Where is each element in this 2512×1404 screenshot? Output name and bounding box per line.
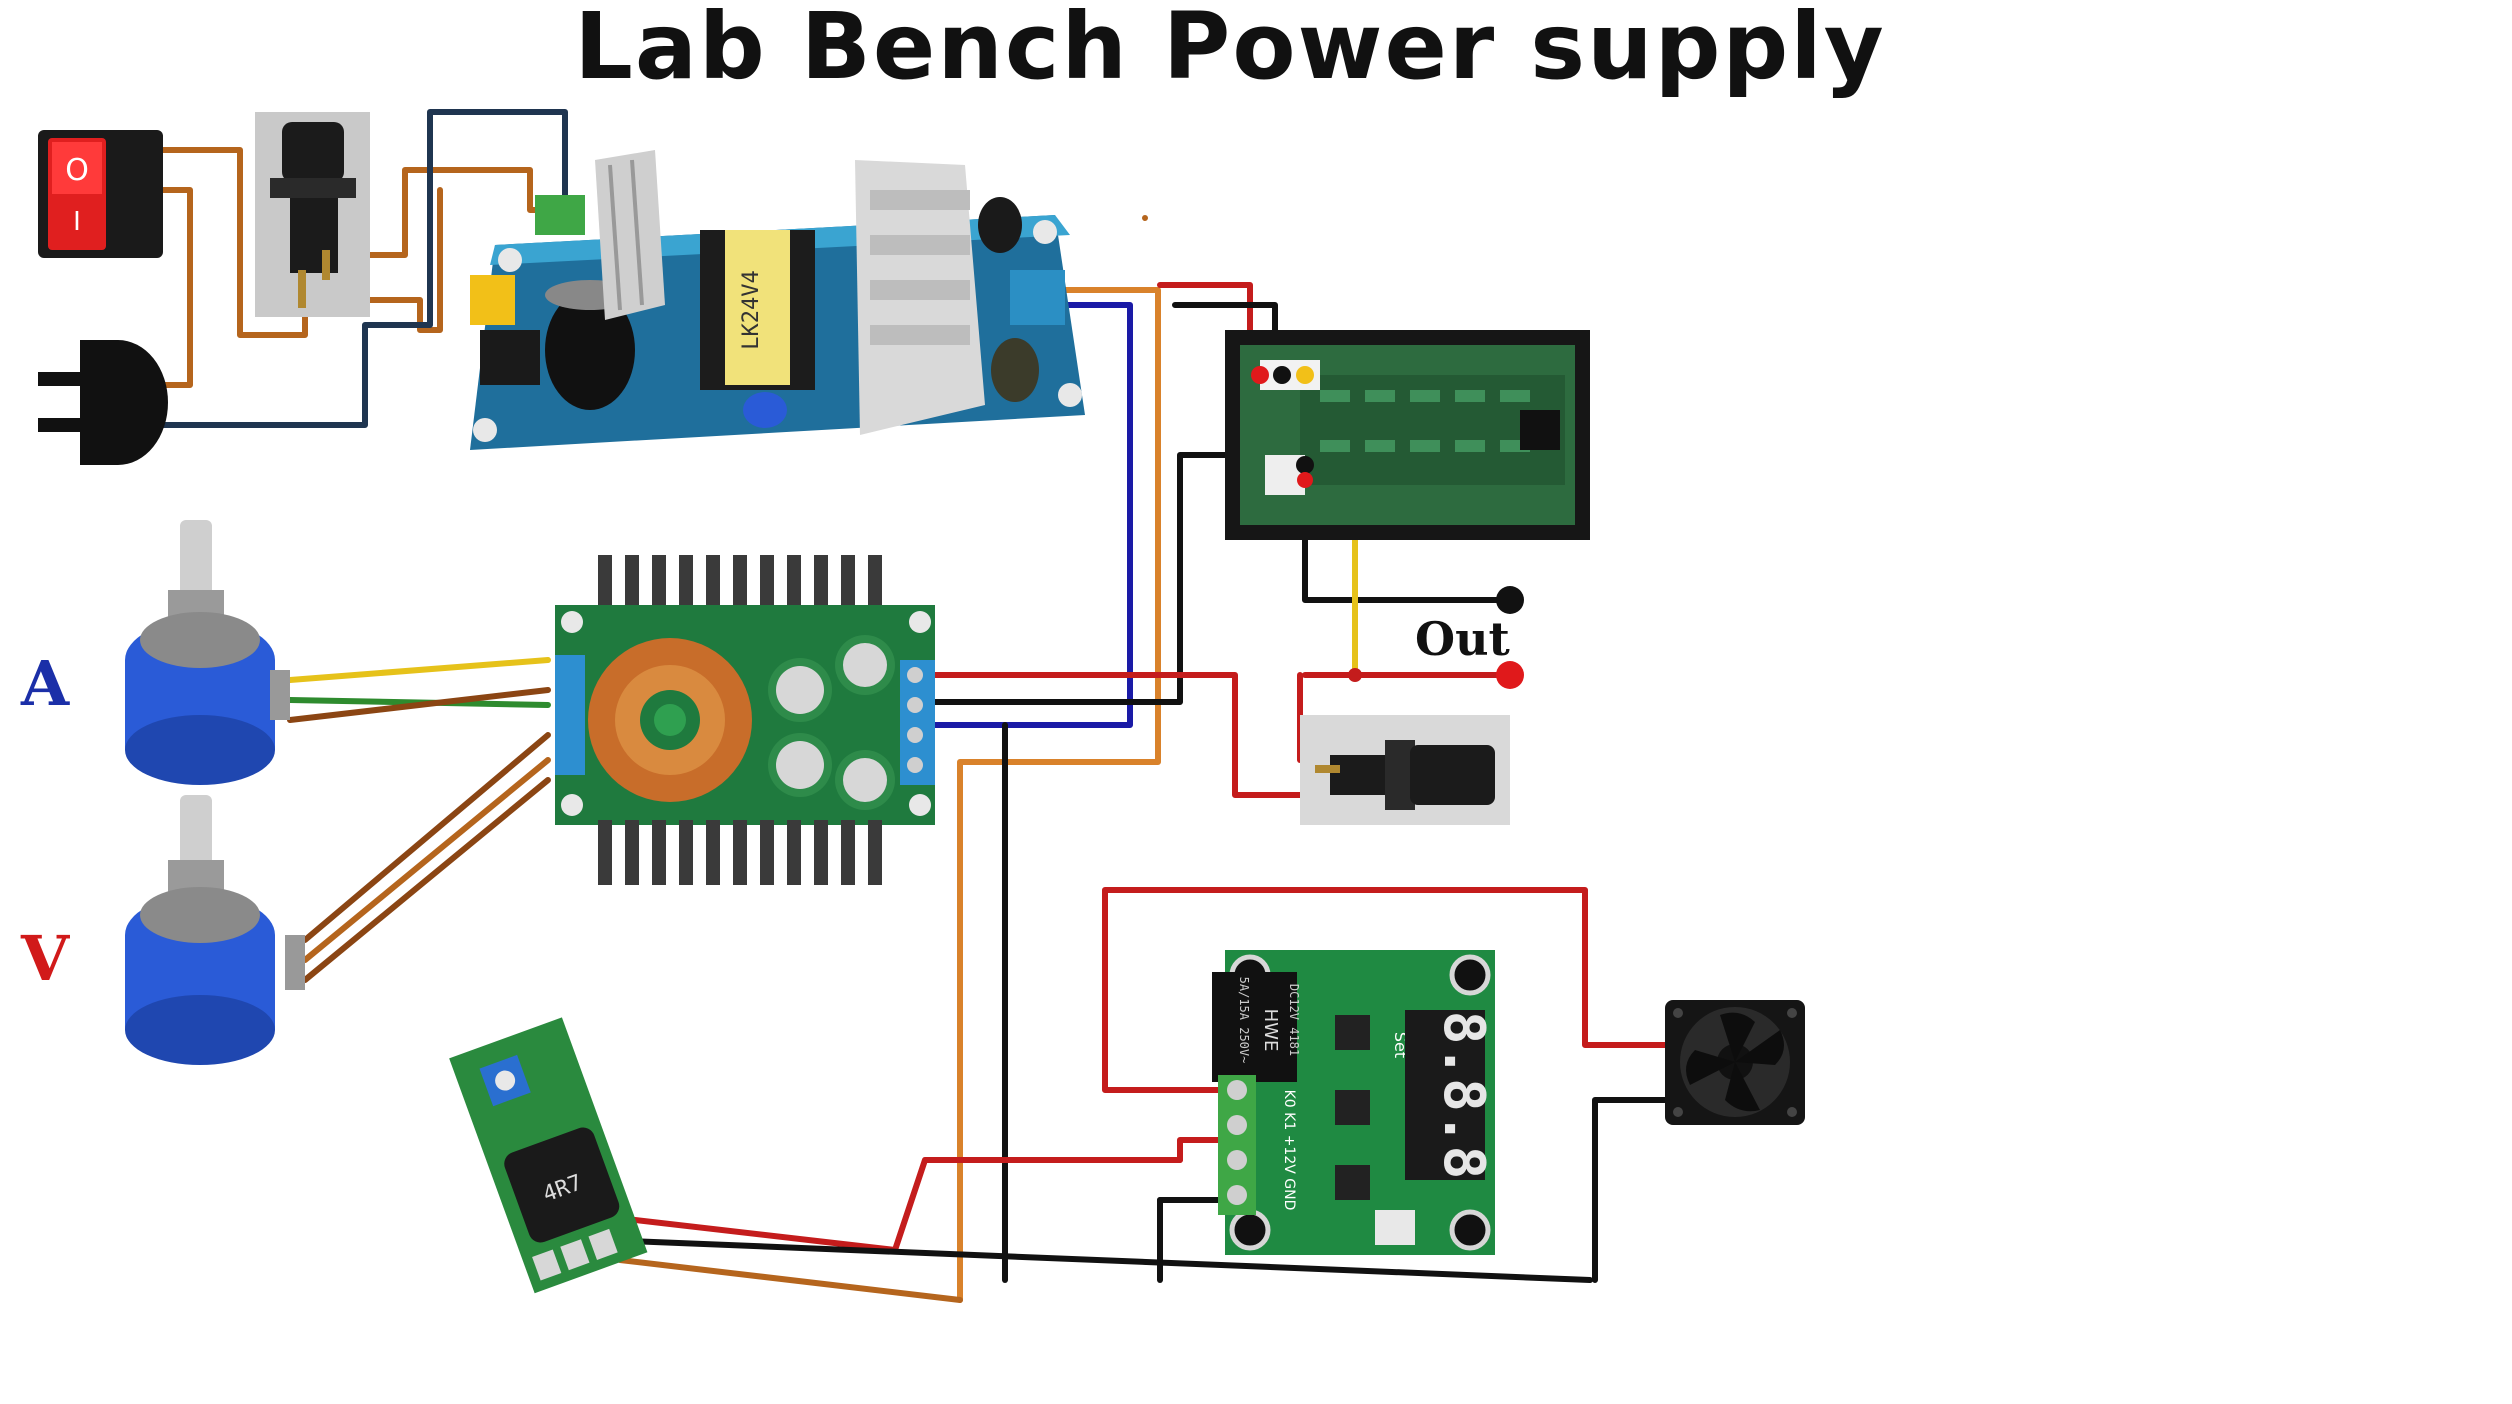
fuse-holder-input [255,112,370,317]
ac-dc-psu-24v: LK24V4 [470,150,1085,450]
output-fuse-holder [1300,715,1510,825]
potentiometer-current [125,520,290,785]
svg-text:I: I [73,207,81,237]
thermo-pin-labels: K0 K1 +12V GND [1281,1090,1297,1211]
output-negative-terminal [1496,586,1524,614]
ac-plug [38,340,168,465]
output-label: Out [1415,612,1511,666]
relay-rating: DC12V 4181 [1287,984,1301,1056]
relay-brand: HWE [1260,1009,1281,1052]
output-positive-terminal [1496,661,1524,689]
output-terminals: Out [1348,586,1524,689]
svg-text:O: O [65,153,89,188]
transformer-label: LK24V4 [739,270,764,349]
marker-dot [1142,215,1148,221]
rocker-switch: O I [38,130,163,258]
current-pot-label: A [20,647,70,720]
buck-converter-cc-cv [555,555,935,885]
thermo-display: 8.8.8 [1431,1011,1496,1180]
cooling-fan [1665,1000,1805,1125]
mini-buck-converter: 4R7 [449,1017,648,1294]
voltage-pot-label: V [20,922,70,995]
potentiometer-voltage [125,795,305,1065]
diagram-title: Lab Bench Power supply [574,0,1886,100]
volt-amp-meter [1225,330,1590,540]
relay-spec: 5A/15A 250V~ [1237,977,1251,1064]
thermostat-module: HWE DC12V 4181 5A/15A 250V~ K0 K1 +12V G… [1212,950,1496,1255]
